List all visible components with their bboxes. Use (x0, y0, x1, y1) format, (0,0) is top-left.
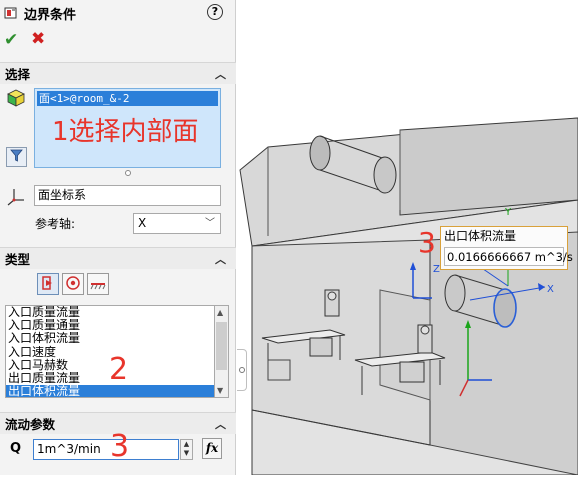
wall-type-button[interactable] (87, 273, 109, 295)
face-selection-list[interactable]: 面<1>@room_&-2 (34, 88, 221, 168)
panel-header: 边界条件 (4, 4, 77, 23)
annotation-step-2: 2 (109, 352, 129, 387)
reference-axis-value: X (138, 216, 147, 230)
flow-opening-type-button[interactable] (37, 273, 59, 295)
reference-axis-select[interactable]: X ﹀ (133, 213, 221, 234)
face-selection-cube-icon (7, 89, 25, 107)
selection-header-label: 选择 (5, 67, 31, 82)
coordinate-system-icon (6, 186, 26, 206)
list-item[interactable]: 入口质量通量 (8, 318, 81, 333)
flow-params-section-header[interactable]: 流动参数 ︿ (0, 412, 236, 434)
boundary-type-list[interactable]: 入口质量流量 入口质量通量 入口体积流量 入口速度 入口马赫数 出口质量流量 出… (5, 305, 215, 398)
flow-rate-input[interactable]: 1m^3/min (33, 439, 179, 460)
coordinate-system-field[interactable]: 面坐标系 (34, 185, 221, 206)
wall-icon (90, 275, 106, 294)
list-item[interactable]: 入口体积流量 (8, 331, 81, 346)
type-header-label: 类型 (5, 252, 31, 267)
selected-face-item[interactable]: 面<1>@room_&-2 (37, 91, 218, 106)
handle-dot-icon (239, 367, 245, 373)
type-list-scrollbar[interactable]: ▲ ▼ (215, 305, 229, 398)
scrollbar-thumb[interactable] (216, 322, 227, 370)
scroll-down-icon[interactable]: ▼ (217, 386, 224, 395)
list-item[interactable]: 入口马赫数 (8, 357, 69, 372)
type-section-header[interactable]: 类型 ︿ (0, 247, 236, 269)
flow-rate-spinner[interactable]: ▲▼ (180, 439, 193, 460)
scroll-up-icon[interactable]: ▲ (217, 308, 224, 317)
annotation-step-3-viewport: 3 (418, 226, 436, 259)
help-icon[interactable]: ? (207, 4, 223, 20)
callout-value: 0.0166666667 m^3/s (444, 247, 573, 266)
q-label: Q (10, 441, 22, 456)
annotation-step-1: 1选择内部面 (52, 117, 199, 147)
filter-button[interactable] (6, 147, 27, 167)
axis-label-y: Y (505, 207, 512, 218)
callout-title: 出口体积流量 (444, 229, 517, 243)
cancel-button[interactable]: ✖ (31, 29, 46, 49)
panel-title: 边界条件 (24, 7, 77, 23)
boundary-condition-icon (4, 6, 18, 20)
filter-icon (10, 149, 23, 165)
axis-label-z: Z (433, 264, 440, 275)
pressure-opening-type-button[interactable] (62, 273, 84, 295)
chevron-down-icon: ﹀ (205, 218, 215, 229)
ok-button[interactable]: ✔ (4, 30, 19, 50)
boundary-callout[interactable]: 出口体积流量 0.0166666667 m^3/s (440, 226, 573, 270)
list-item[interactable]: 入口质量流量 (8, 305, 81, 319)
reference-axis-label: 参考轴: (35, 217, 76, 231)
selection-section-header[interactable]: 选择 ︿ (0, 62, 236, 84)
list-item-selected[interactable]: 出口体积流量 (6, 385, 214, 397)
collapse-icon[interactable]: ︿ (215, 68, 226, 81)
list-item[interactable]: 入口速度 (8, 344, 57, 359)
function-button[interactable]: fx (202, 438, 222, 459)
flow-params-header-label: 流动参数 (5, 417, 56, 432)
list-item[interactable]: 出口质量流量 (8, 370, 81, 385)
panel-collapse-handle[interactable] (237, 349, 247, 391)
pressure-opening-icon (65, 275, 81, 294)
annotation-step-3: 3 (110, 429, 130, 464)
collapse-icon[interactable]: ︿ (215, 418, 226, 431)
flow-opening-icon (40, 275, 56, 294)
axis-label-x: X (547, 284, 554, 295)
property-manager: 边界条件 ? ✔ ✖ 选择 ︿ 面<1>@room_&-2 面坐标系 参考轴: … (0, 0, 236, 475)
collapse-icon[interactable]: ︿ (215, 253, 226, 266)
list-resize-handle[interactable] (125, 170, 131, 176)
room-model-drawing (239, 117, 578, 476)
